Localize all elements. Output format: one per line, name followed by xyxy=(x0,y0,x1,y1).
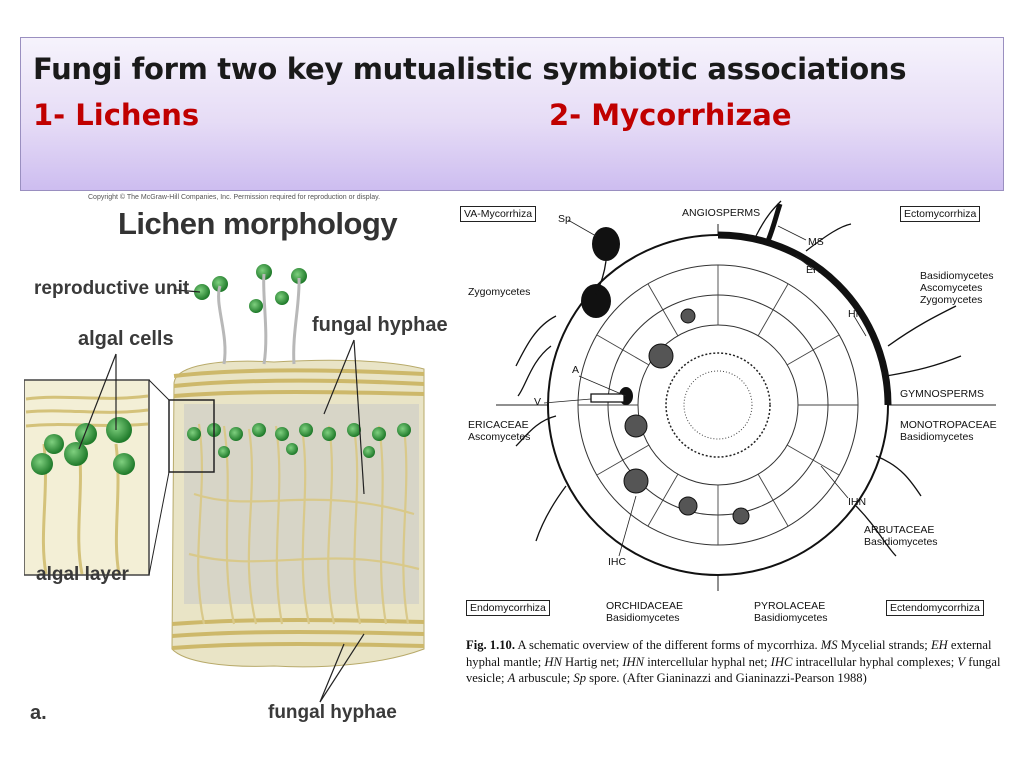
algal-layer xyxy=(187,423,411,458)
stele-core xyxy=(683,370,753,440)
inset-algal-cells xyxy=(31,417,135,475)
label-algal-layer: algal layer xyxy=(36,564,129,585)
label-pyrolaceae: PYROLACEAE Basidiomycetes xyxy=(754,600,828,624)
lichen-illustration xyxy=(24,264,425,703)
label-ecto-groups: Basidiomycetes Ascomycetes Zygomycetes xyxy=(920,270,994,306)
label-panel-letter: a. xyxy=(30,702,47,724)
box-ectomycorrhiza: Ectomycorrhiza xyxy=(900,206,981,222)
label-arbutaceae: ARBUTACEAE Basidiomycetes xyxy=(864,524,938,548)
label-algal-cells: algal cells xyxy=(78,328,174,350)
label-eh: EH xyxy=(806,264,821,276)
title-banner: Fungi form two key mutualistic symbiotic… xyxy=(20,37,1004,191)
lichen-figure-title: Lichen morphology xyxy=(118,206,398,241)
reproductive-units xyxy=(194,264,307,313)
box-ectendomycorrhiza: Ectendomycorrhiza xyxy=(886,600,984,616)
box-va-mycorrhiza: VA-Mycorrhiza xyxy=(460,206,537,222)
lichen-morphology-figure: Copyright © The McGraw-Hill Companies, I… xyxy=(24,194,448,734)
label-ericaceae: ERICACEAE Ascomycetes xyxy=(468,419,531,443)
item-mycorrhizae: 2- Mycorrhizae xyxy=(549,98,792,132)
box-endomycorrhiza: Endomycorrhiza xyxy=(466,600,550,616)
label-ihn: IHN xyxy=(848,496,867,508)
label-ihc: IHC xyxy=(608,556,627,568)
label-ms: MS xyxy=(808,236,824,248)
label-a: A xyxy=(572,364,580,376)
label-zygomycetes: Zygomycetes xyxy=(468,286,531,298)
external-hyphae xyxy=(515,200,962,557)
intracellular-complexes xyxy=(623,308,750,525)
hyphae-strands xyxy=(188,423,420,625)
vesicle xyxy=(590,393,625,403)
label-reproductive-unit: reproductive unit xyxy=(34,278,190,299)
mycelial-strand xyxy=(765,203,783,242)
zoom-source-box xyxy=(168,399,215,473)
mycorrhiza-illustration xyxy=(496,200,996,591)
label-fungal-hyphae-top: fungal hyphae xyxy=(312,314,448,336)
external-hyphal-mantle xyxy=(717,231,892,406)
leader-lines xyxy=(78,289,365,703)
label-orchidaceae: ORCHIDACEAE Basidiomycetes xyxy=(606,600,684,624)
copyright-notice: Copyright © The McGraw-Hill Companies, I… xyxy=(88,194,381,201)
label-angiosperms: ANGIOSPERMS xyxy=(682,207,761,219)
figure-caption: Fig. 1.10. A schematic overview of the d… xyxy=(466,638,1001,685)
stele xyxy=(665,352,771,458)
cell-walls xyxy=(578,265,858,545)
zoom-connector-bottom xyxy=(148,471,170,576)
zoom-connector-top xyxy=(148,379,170,401)
slide-title: Fungi form two key mutualistic symbiotic… xyxy=(33,52,907,86)
soredia-stalks xyxy=(217,273,301,365)
mycorrhiza-schematic: VA-Mycorrhiza Ectomycorrhiza Endomycorrh… xyxy=(456,196,1008,626)
item-lichens: 1- Lichens xyxy=(33,98,200,132)
label-monotropaceae: MONOTROPACEAE Basidiomycetes xyxy=(900,419,997,443)
label-v: V xyxy=(534,396,542,408)
label-fungal-hyphae-bottom: fungal hyphae xyxy=(268,702,397,723)
label-sp: Sp xyxy=(558,213,571,225)
upper-cortex xyxy=(173,368,425,398)
label-hn: HN xyxy=(848,308,864,320)
myco-leader-lines xyxy=(543,219,867,557)
label-gymnosperms: GYMNOSPERMS xyxy=(900,388,985,400)
